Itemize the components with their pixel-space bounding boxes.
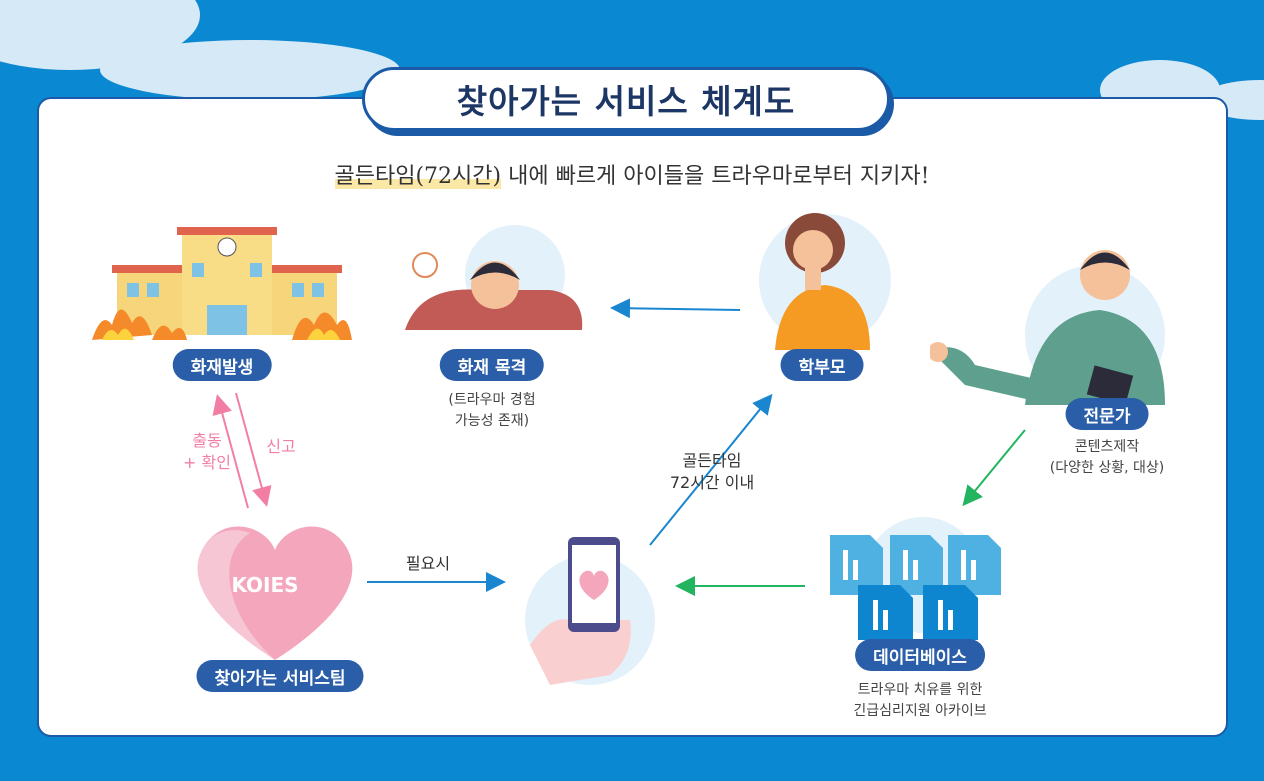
team-heart-illustration: KOIES (197, 526, 353, 660)
koies-logo: KOIES (231, 573, 298, 597)
burning-school-illustration (92, 227, 352, 340)
caption-line: 트라우마 치유를 위한 (857, 682, 983, 698)
cloud-decoration (100, 40, 400, 100)
witness-child-illustration (405, 225, 583, 330)
node-fire: 화재발생 (172, 349, 272, 381)
arrow-label-dispatch: 출동 + 확인 (183, 430, 231, 474)
arrow-label-report: 신고 (266, 437, 296, 456)
caption-line: 콘텐츠제작 (1074, 439, 1140, 455)
subtitle-text: 내에 빠르게 아이들을 트라우마로부터 지키자! (501, 164, 930, 189)
node-database: 데이터베이스 (855, 639, 985, 671)
arrow-golden-time (649, 393, 773, 546)
arrow-label-golden-time: 골든타임 72시간 이내 (670, 450, 754, 494)
label-line: 골든타임 (682, 451, 742, 470)
expert-caption: 콘텐츠제작 (다양한 상황, 대상) (1050, 437, 1164, 479)
node-witness: 화재 목격 (439, 349, 545, 381)
subtitle: 골든타임(72시간) 내에 빠르게 아이들을 트라우마로부터 지키자! (0, 158, 1264, 190)
parent-illustration (759, 213, 891, 350)
node-team: 찾아가는 서비스팀 (196, 660, 364, 692)
caption-line: (트라우마 경험 (448, 392, 536, 408)
node-parent: 학부모 (780, 349, 864, 381)
label-line: 출동 (192, 431, 222, 450)
arrow-label-if-needed: 필요시 (405, 554, 451, 573)
arrow-report (235, 392, 272, 507)
caption-line: 가능성 존재) (454, 413, 530, 429)
arrow-expert-to-database (962, 429, 1026, 507)
expert-illustration (930, 250, 1165, 405)
database-illustration (830, 517, 1001, 640)
label-line: 72시간 이내 (669, 473, 755, 492)
page-title: 찾아가는 서비스 체계도 (362, 67, 890, 131)
node-expert: 전문가 (1065, 398, 1149, 430)
arrow-parent-to-witness (610, 298, 741, 319)
label-line: + 확인 (183, 453, 231, 472)
arrow-dispatch (212, 394, 249, 509)
phone-hand-illustration (525, 537, 655, 685)
caption-line: (다양한 상황, 대상) (1049, 460, 1165, 476)
caption-line: 긴급심리지원 아카이브 (853, 703, 987, 719)
subtitle-highlight: 골든타임(72시간) (334, 164, 502, 189)
